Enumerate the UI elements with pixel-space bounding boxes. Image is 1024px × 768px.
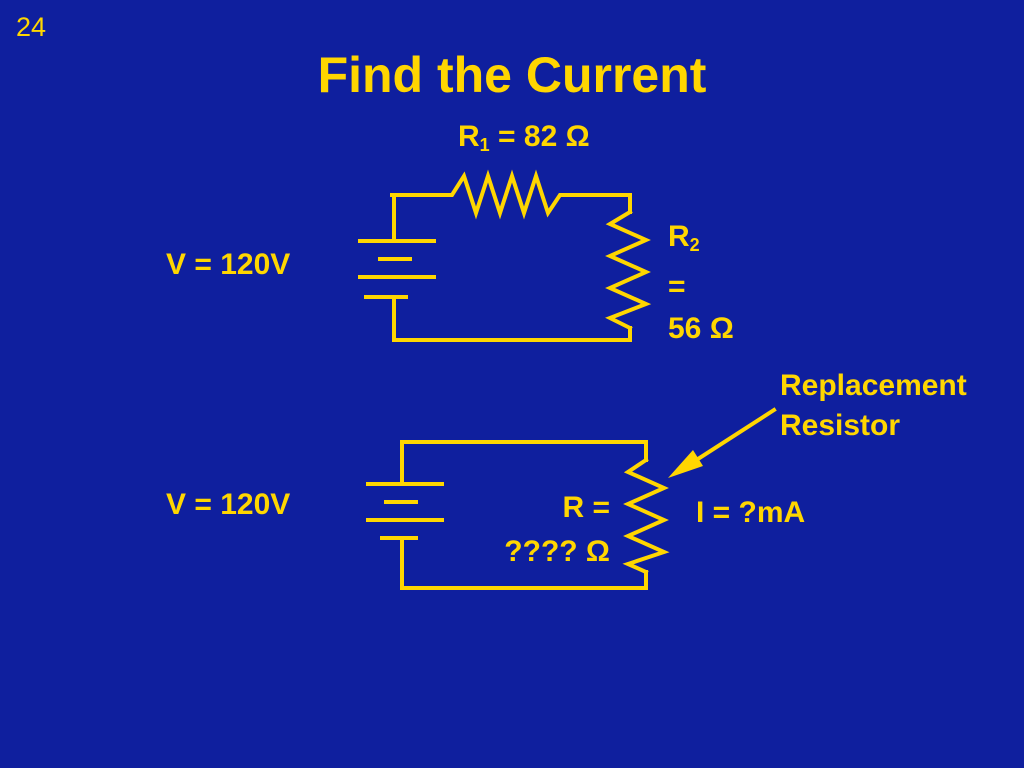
r1-symbol: R	[458, 120, 480, 153]
r2-equals: =	[668, 270, 686, 303]
replacement-resistor	[622, 457, 670, 575]
voltage-label-bottom: V = 120V	[166, 488, 291, 521]
wires-top	[390, 193, 632, 342]
replacement-label-line1: Replacement	[780, 369, 967, 402]
battery-top	[358, 239, 436, 299]
wires-bottom	[400, 440, 648, 590]
replacement-resistor-label: Replacement Resistor	[780, 366, 967, 446]
r2-value: 56 Ω	[668, 312, 734, 345]
r2-label: R2 = 56 Ω	[668, 216, 734, 350]
voltage-label-top: V = 120V	[166, 248, 291, 281]
r1-resistor	[434, 169, 574, 220]
r2-subscript: 2	[689, 235, 700, 255]
replacement-label-line2: Resistor	[780, 409, 901, 442]
battery-bottom	[366, 482, 444, 540]
current-label: I = ?mA	[696, 496, 806, 529]
top-circuit	[358, 169, 652, 342]
replacement-r-line1: R =	[562, 491, 610, 524]
r1-label: R1 = 82 Ω	[458, 120, 590, 156]
replacement-r-label: R = ???? Ω	[470, 486, 610, 574]
arrow-head	[668, 450, 703, 478]
slide-title: Find the Current	[317, 47, 707, 103]
r1-value: = 82 Ω	[498, 120, 590, 153]
replacement-r-line2: ???? Ω	[504, 535, 610, 568]
r2-resistor	[605, 209, 652, 331]
arrow-icon	[681, 407, 777, 471]
r1-subscript: 1	[479, 135, 490, 155]
slide-number: 24	[16, 12, 47, 42]
r2-symbol: R	[668, 220, 690, 253]
bottom-circuit	[366, 407, 777, 590]
